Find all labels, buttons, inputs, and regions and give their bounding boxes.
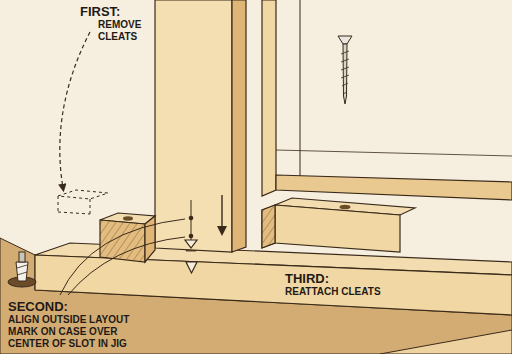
step-heading: SECOND: (8, 300, 68, 314)
leader-lines (60, 32, 90, 188)
screw (338, 36, 352, 104)
case-interior (276, 175, 512, 200)
step-heading: THIRD: (285, 272, 329, 286)
case-side (232, 0, 246, 252)
step-note: REATTACH CLEATS (285, 286, 381, 298)
screw (341, 67, 349, 70)
case-side (155, 0, 246, 252)
left-cleat (58, 190, 108, 199)
jig-base (0, 238, 512, 354)
screw (341, 59, 349, 62)
case-side (221, 195, 222, 228)
step-note: REMOVE CLEATS (98, 19, 150, 43)
jig-cleat (35, 255, 512, 315)
left-cleat (90, 199, 91, 214)
case-side (189, 234, 194, 239)
left-cleat (123, 216, 133, 220)
right-cleat (262, 205, 275, 248)
left-cleat (58, 212, 90, 214)
case-interior (262, 0, 276, 196)
jig-base (380, 330, 512, 354)
jig-base (0, 238, 512, 354)
left-cleat (145, 216, 155, 262)
screw (341, 75, 349, 78)
step-note: ALIGN OUTSIDE LAYOUT MARK ON CASE OVER C… (8, 314, 158, 350)
router-bit (17, 272, 27, 275)
router-bit (8, 252, 36, 287)
case-side (155, 0, 232, 252)
case-side (189, 216, 194, 221)
router-bit (16, 262, 28, 281)
left-cleat (100, 220, 145, 262)
right-cleat (340, 205, 351, 210)
case-interior (262, 0, 512, 200)
leader-lines (60, 32, 185, 295)
left-cleat (58, 190, 155, 262)
step-heading: FIRST: (80, 4, 120, 19)
right-cleat (262, 205, 275, 248)
screw (341, 51, 349, 54)
right-cleat (275, 205, 400, 252)
router-bit (17, 265, 27, 268)
screw (343, 92, 347, 94)
leader-lines (68, 237, 185, 295)
case-side (185, 240, 197, 248)
screw (338, 36, 352, 44)
router-bit (19, 252, 25, 262)
case-interior (276, 150, 512, 156)
screw (342, 83, 348, 86)
case-interior (300, 0, 301, 176)
jig-cleat (186, 262, 197, 273)
leader-lines (60, 219, 185, 295)
left-cleat (58, 196, 59, 212)
right-cleat (262, 198, 415, 252)
case-side (217, 226, 227, 236)
